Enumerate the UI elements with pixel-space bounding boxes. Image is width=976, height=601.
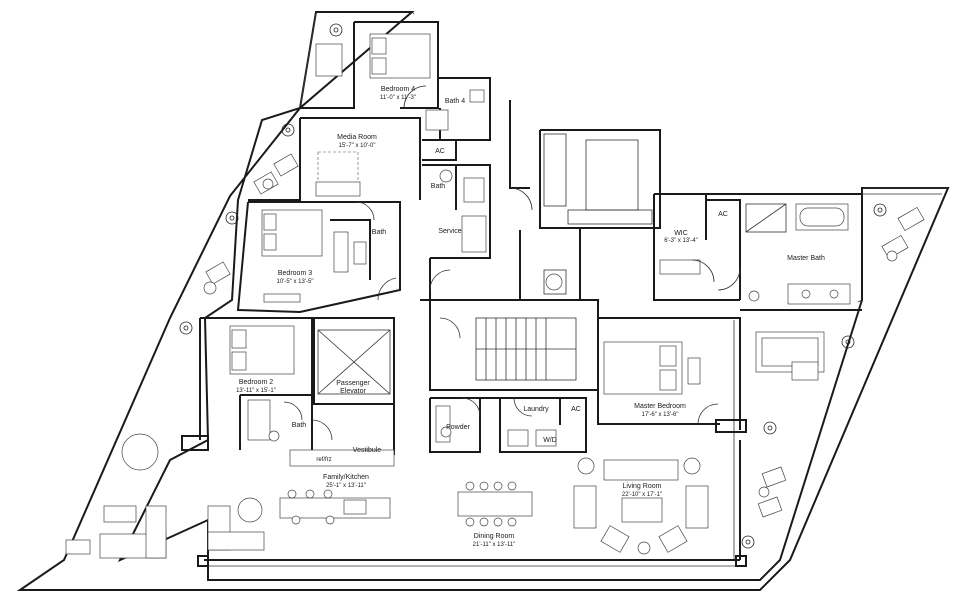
label-bath3: Bath — [372, 229, 387, 236]
label-bedroom4: Bedroom 4 — [381, 86, 415, 93]
plants — [179, 23, 887, 549]
plant-icon — [841, 335, 855, 349]
label-bedroom3: Bedroom 3 — [278, 270, 312, 277]
plant-icon — [763, 421, 777, 435]
label-ac3: AC — [571, 406, 581, 413]
room-labels: Bedroom 4 11'-0" x 11'-3" Bath 4 Media R… — [236, 86, 825, 548]
dims-family-kitchen: 25'-1" x 13'-11" — [326, 483, 366, 489]
plant-icon — [873, 203, 887, 217]
label-bath2: Bath — [292, 422, 307, 429]
label-ref: ref/frz — [316, 457, 331, 463]
living-sofa — [603, 459, 679, 481]
label-dining: Dining Room — [474, 533, 515, 540]
label-vestibule: Vestibule — [353, 447, 382, 454]
label-bath-service: Bath — [431, 183, 446, 190]
door-swings — [283, 85, 741, 441]
dims-bedroom2: 13'-11" x 15'-1" — [236, 388, 276, 394]
label-living: Living Room — [623, 483, 662, 490]
label-family-kitchen: Family/Kitchen — [323, 474, 369, 481]
label-ac1: AC — [435, 148, 445, 155]
dims-dining: 21'-11" x 13'-11" — [473, 542, 516, 548]
dims-bedroom3: 10'-5" x 13'-5" — [277, 279, 314, 285]
plant-icon — [329, 23, 343, 37]
label-ac2: AC — [718, 211, 728, 218]
label-bedroom2: Bedroom 2 — [239, 379, 273, 386]
plant-icon — [741, 535, 755, 549]
dims-bedroom4: 11'-0" x 11'-3" — [380, 95, 416, 101]
label-laundry: Laundry — [523, 406, 549, 413]
dims-media: 15'-7" x 10'-0" — [339, 143, 376, 149]
kitchen-island — [279, 497, 391, 519]
dims-wic: 6'-3" x 13'-4" — [664, 238, 698, 244]
plant-icon — [225, 211, 239, 225]
label-media: Media Room — [337, 134, 377, 141]
label-elevator-2: Elevator — [340, 388, 366, 395]
dims-master-bedroom: 17'-6" x 13'-6" — [642, 412, 679, 418]
stair-treads — [476, 318, 576, 380]
label-bath4: Bath 4 — [445, 98, 465, 105]
plant-icon — [281, 123, 295, 137]
label-wic: WIC — [674, 230, 688, 237]
terrace-outline — [16, 11, 950, 591]
label-service: Service — [438, 228, 461, 235]
label-powder: Powder — [446, 424, 470, 431]
label-master-bath: Master Bath — [787, 255, 825, 262]
label-elevator: Passenger — [336, 380, 370, 387]
furniture — [65, 33, 925, 559]
label-master-bedroom: Master Bedroom — [634, 403, 686, 410]
interior-walls — [181, 21, 862, 567]
dims-living: 22'-10" x 17'-1" — [622, 492, 662, 498]
media-sofa — [315, 181, 361, 197]
dining-table — [457, 491, 533, 517]
plant-icon — [179, 321, 193, 335]
label-wd: W/D — [543, 437, 557, 444]
